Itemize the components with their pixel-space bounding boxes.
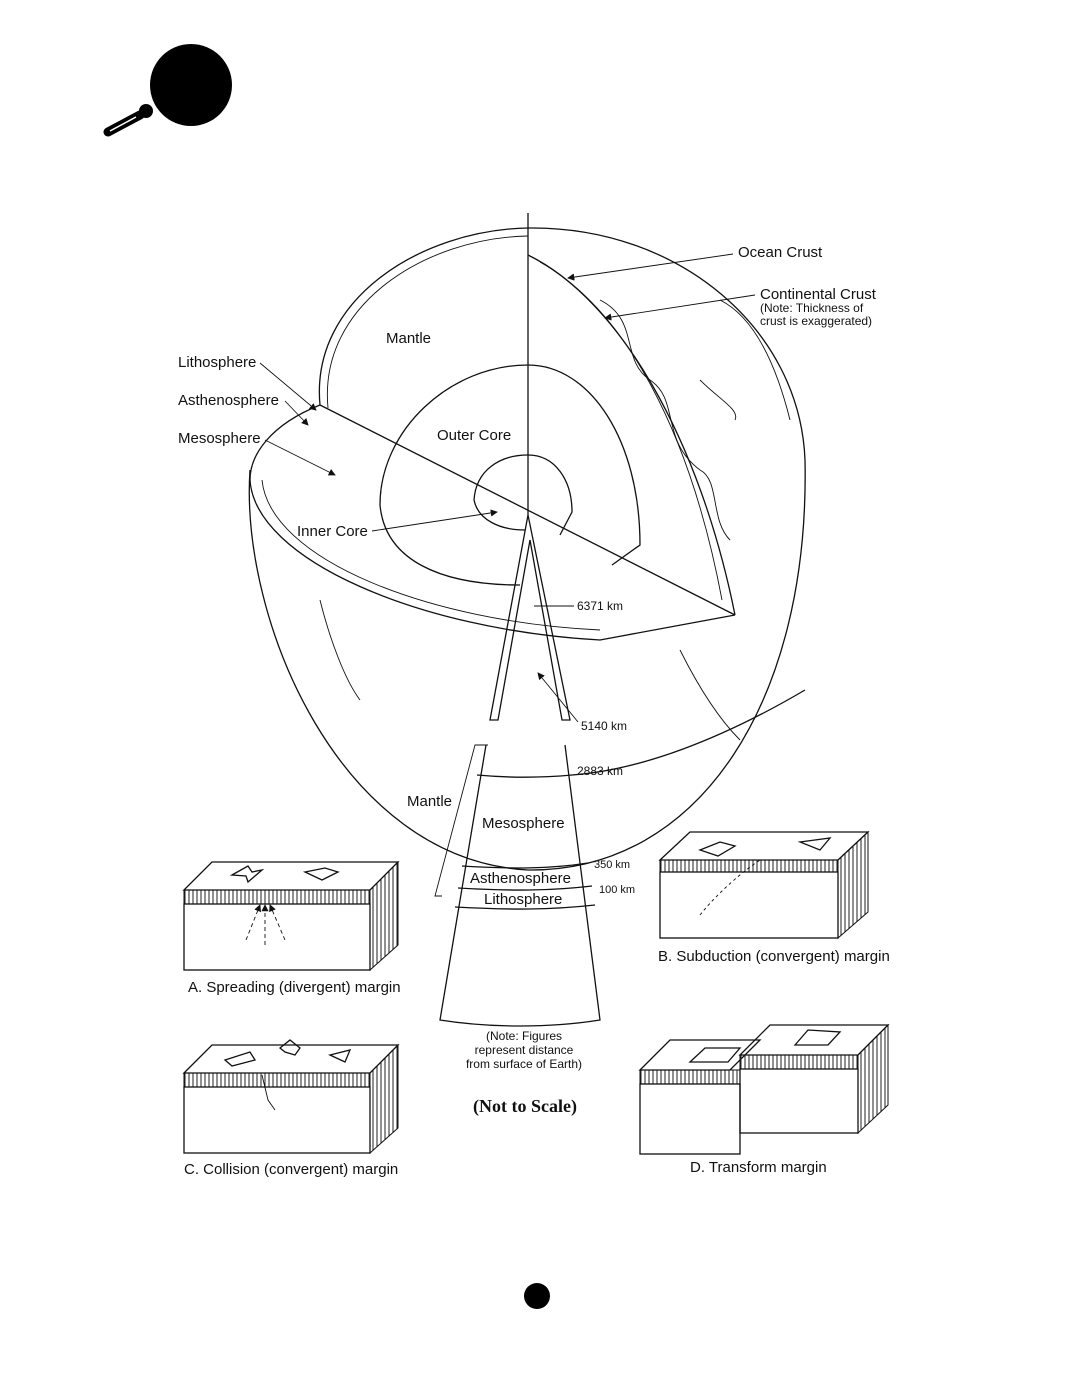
- label-350km: 350 km: [594, 859, 630, 871]
- magnifier-icon: [103, 44, 232, 137]
- caption-c: C. Collision (convergent) margin: [184, 1161, 398, 1178]
- label-wedge-mesosphere: Mesosphere: [482, 815, 565, 832]
- label-crust-note-2: crust is exaggerated): [760, 314, 872, 328]
- label-mantle: Mantle: [386, 330, 431, 347]
- caption-b: B. Subduction (convergent) margin: [658, 948, 890, 965]
- block-collision-margin: [182, 1039, 400, 1155]
- label-5140km: 5140 km: [581, 719, 627, 733]
- label-wedge-mantle: Mantle: [407, 793, 452, 810]
- label-wedge-lithosphere: Lithosphere: [484, 891, 562, 908]
- page-dot: [524, 1283, 550, 1309]
- label-lithosphere: Lithosphere: [178, 354, 256, 371]
- label-6371km: 6371 km: [577, 599, 623, 613]
- caption-a: A. Spreading (divergent) margin: [188, 979, 401, 996]
- label-outer-core: Outer Core: [437, 427, 511, 444]
- label-mesosphere: Mesosphere: [178, 430, 261, 447]
- caption-d: D. Transform margin: [690, 1159, 827, 1176]
- label-continental-crust: Continental Crust: [760, 286, 877, 303]
- wedge-note-3: from surface of Earth): [466, 1057, 582, 1071]
- block-subduction-margin: [658, 830, 870, 940]
- block-spreading-margin: [182, 860, 400, 972]
- not-to-scale-label: (Not to Scale): [473, 1096, 577, 1117]
- label-ocean-crust: Ocean Crust: [738, 244, 823, 261]
- label-inner-core: Inner Core: [297, 523, 368, 540]
- label-100km: 100 km: [599, 884, 635, 896]
- wedge-note-2: represent distance: [475, 1043, 574, 1057]
- wedge-note-1: (Note: Figures: [486, 1029, 562, 1043]
- depth-wedge: [434, 689, 806, 1027]
- label-crust-note-1: (Note: Thickness of: [760, 301, 864, 315]
- label-2883km: 2883 km: [577, 764, 623, 778]
- label-wedge-asthenosphere: Asthenosphere: [470, 870, 571, 887]
- earth-cutaway-globe: [248, 213, 806, 871]
- block-transform-margin: [638, 1023, 890, 1155]
- label-asthenosphere: Asthenosphere: [178, 392, 279, 409]
